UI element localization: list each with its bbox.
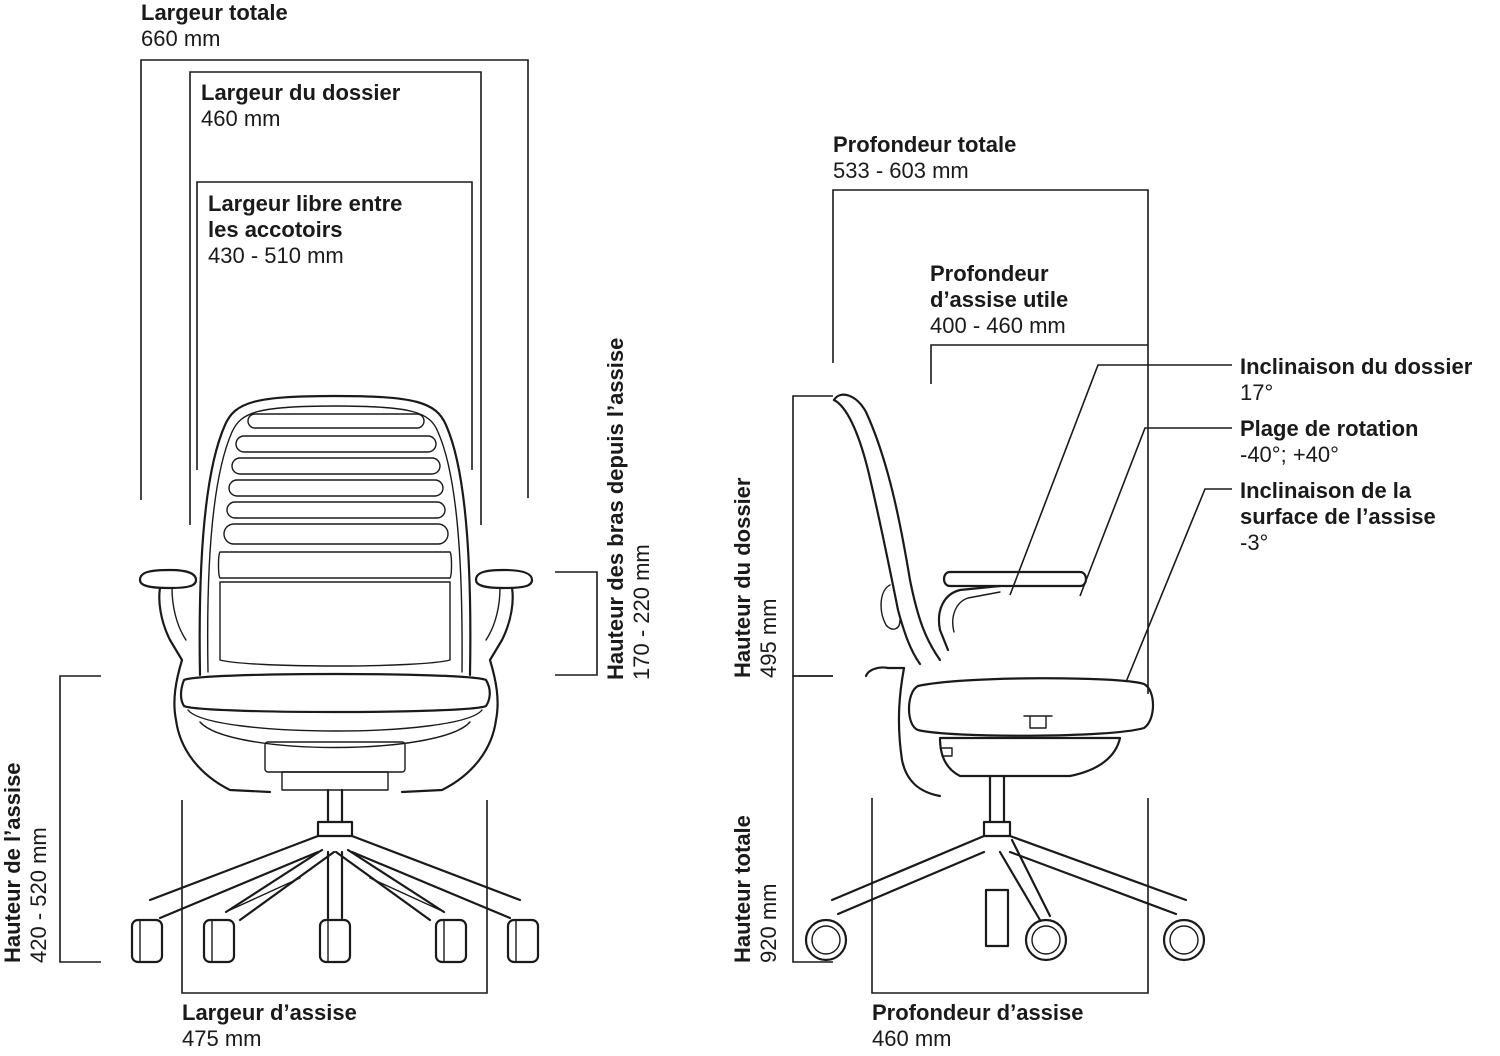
rotation-range-value: -40°; +40° [1240,442,1339,467]
side-armrest [942,570,1088,588]
usable-seat-depth-label: Profondeur d’assise utile 400 - 460 mm [930,261,1068,339]
back-height-value: 495 mm [756,598,781,678]
back-height-label: Hauteur du dossier 495 mm [730,478,782,678]
overall-width-bracket [140,59,529,500]
arm-height-label: Hauteur des bras depuis l’assise 170 - 2… [603,338,655,680]
seat-width-value: 475 mm [182,1026,262,1051]
overall-height-title: Hauteur totale [730,815,755,963]
armrest-clearance-label: Largeur libre entre les accotoirs 430 - … [208,191,402,269]
overall-height-value: 920 mm [756,883,781,963]
seat-height-value: 420 - 520 mm [26,827,51,963]
armrest-clearance-title-line1: Largeur libre entre [208,191,403,216]
overall-height-bracket [792,675,833,963]
overall-depth-title: Profondeur totale [833,132,1017,157]
back-tilt-title: Inclinaison du dossier [1240,354,1473,379]
back-height-bracket [792,395,833,677]
back-width-label: Largeur du dossier 460 mm [201,80,400,132]
overall-depth-value: 533 - 603 mm [833,158,969,183]
seat-surface-tilt-title-line1: Inclinaison de la [1240,478,1412,503]
side-seat-cushion [907,677,1155,737]
usable-seat-depth-title-line2: d’assise utile [930,287,1069,312]
overall-height-label: Hauteur totale 920 mm [730,815,782,963]
side-chair-drawing [804,393,1206,962]
seat-width-label: Largeur d’assise 475 mm [182,1000,357,1052]
seat-depth-label: Profondeur d’assise 460 mm [872,1000,1084,1052]
front-casters [130,918,540,964]
seat-surface-tilt-title-line2: surface de l’assise [1240,504,1436,529]
seat-width-title: Largeur d’assise [182,1000,357,1025]
rotation-range-title: Plage de rotation [1240,416,1419,441]
seat-depth-bracket [871,798,1149,994]
overall-depth-label: Profondeur totale 533 - 603 mm [833,132,1016,184]
side-star-base [830,834,1188,948]
front-backrest-frame [198,394,472,677]
armrest-clearance-title-line2: les accotoirs [208,217,343,242]
armrest-clearance-bracket [196,181,473,470]
arm-height-title: Hauteur des bras depuis l’assise [603,337,628,680]
front-gas-column [326,788,344,824]
usable-seat-depth-value: 400 - 460 mm [930,313,1066,338]
side-backrest [832,393,942,662]
seat-width-bracket [181,800,488,994]
overall-width-value: 660 mm [141,26,221,51]
side-gas-column [988,774,1006,824]
overall-width-label: Largeur totale 660 mm [141,0,288,52]
seat-height-label: Hauteur de l’assise 420 - 520 mm [0,762,52,963]
arm-height-value: 170 - 220 mm [629,544,654,680]
seat-height-title: Hauteur de l’assise [0,762,25,963]
back-tilt-leader [1009,364,1232,596]
front-star-base [148,834,522,922]
arm-height-bracket [555,571,598,676]
back-tilt-label: Inclinaison du dossier 17° [1240,354,1472,406]
front-seat-cushion [179,672,491,714]
seat-surface-tilt-label: Inclinaison de la surface de l’assise -3… [1240,478,1436,556]
side-casters [804,918,1206,962]
side-dimension-lines [792,189,1232,994]
overall-width-title: Largeur totale [141,0,288,25]
rotation-range-label: Plage de rotation -40°; +40° [1240,416,1418,468]
seat-depth-value: 460 mm [872,1026,952,1051]
back-width-value: 460 mm [201,106,281,131]
front-left-armrest [138,568,198,590]
seat-depth-title: Profondeur d’assise [872,1000,1084,1025]
seat-height-bracket [59,675,101,963]
front-right-armrest [474,568,534,590]
rotation-range-leader [1079,427,1232,597]
usable-seat-depth-bracket [930,344,1148,384]
back-width-bracket [189,71,482,525]
back-height-title: Hauteur du dossier [730,477,755,678]
seat-tilt-leader [1125,488,1232,683]
back-tilt-value: 17° [1240,380,1274,405]
front-dimension-lines [59,59,598,994]
armrest-clearance-value: 430 - 510 mm [208,243,344,268]
usable-seat-depth-title-line1: Profondeur [930,261,1049,286]
seat-surface-tilt-value: -3° [1240,530,1269,555]
overall-depth-bracket [832,189,1149,694]
front-chair-drawing [130,394,540,964]
back-width-title: Largeur du dossier [201,80,401,105]
